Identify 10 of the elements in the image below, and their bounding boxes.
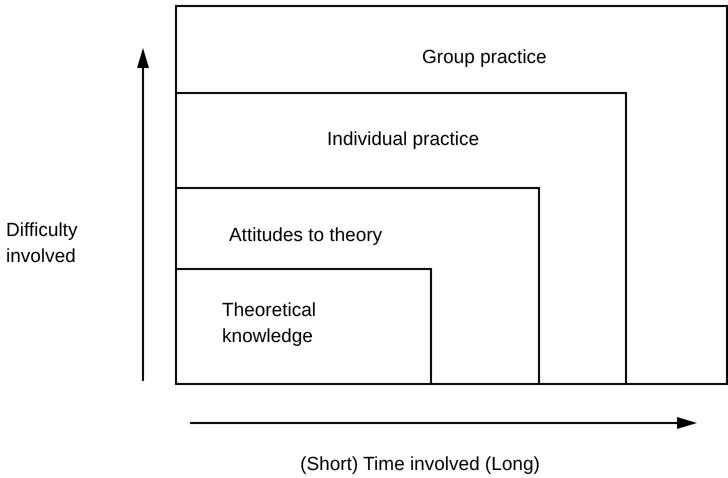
nested-box	[175, 92, 627, 385]
nested-box	[175, 5, 728, 385]
box-label: Group practice	[422, 46, 548, 70]
box-label: Theoretical knowledge	[222, 299, 317, 349]
box-label: Individual practice	[327, 128, 480, 152]
nested-box	[175, 187, 540, 385]
nested-box	[175, 268, 432, 385]
box-label: Attitudes to theory	[229, 224, 384, 248]
axis-label: (Short) Time involved (Long)	[299, 454, 541, 477]
axis-label: Difficulty involved	[6, 219, 78, 269]
